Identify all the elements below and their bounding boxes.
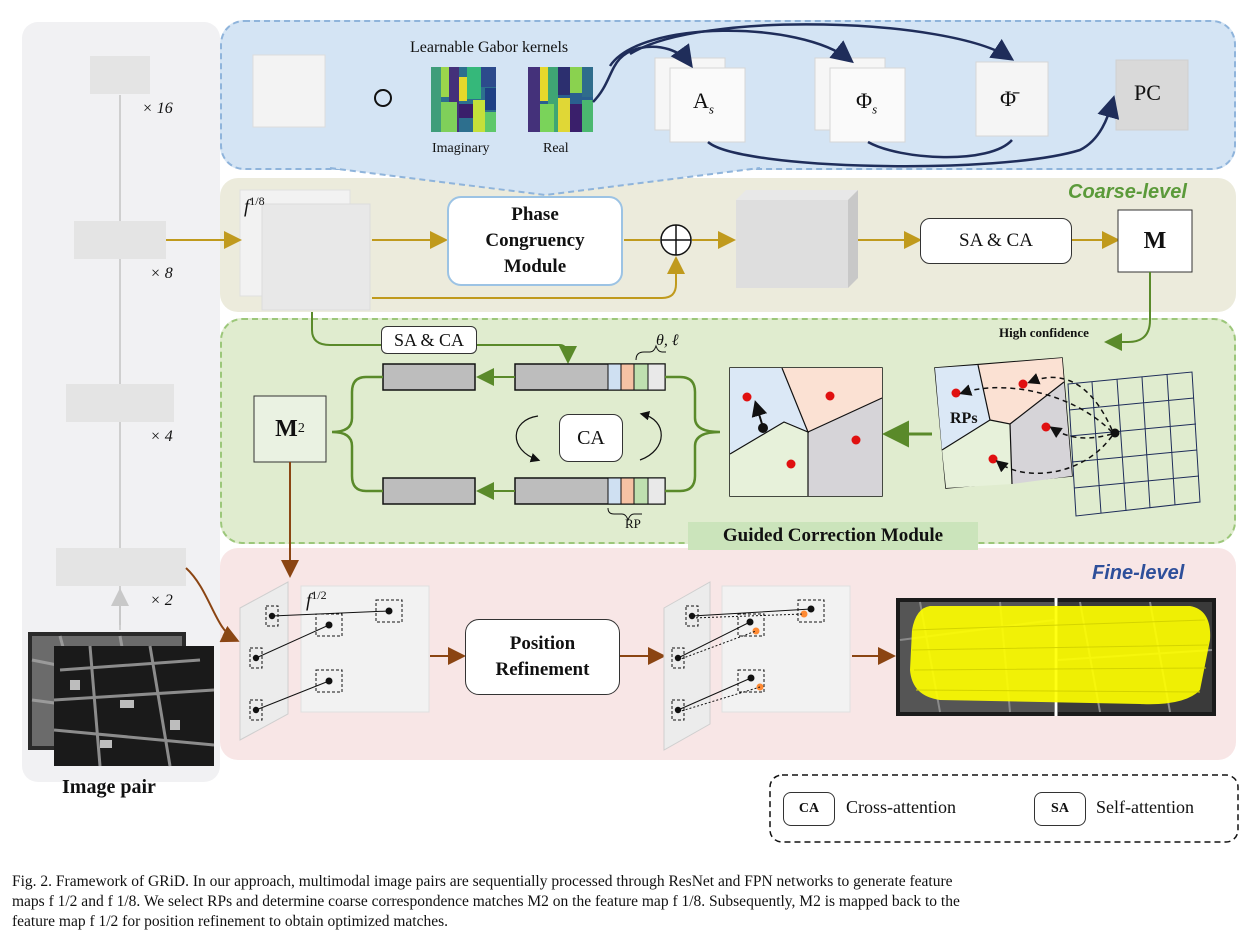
position-refinement-module: Position Refinement: [465, 619, 620, 695]
matches-M2-label: M2: [254, 396, 326, 462]
pcm-line3: Module: [504, 254, 566, 280]
rps-label: RPs: [950, 410, 978, 428]
matches-M-label: M: [1118, 210, 1192, 272]
pcm-line2: Congruency: [485, 228, 584, 254]
figure-caption: Fig. 2. Framework of GRiD. In our approa…: [12, 872, 1248, 932]
gabor-real-label: Real: [543, 141, 569, 157]
pcm-pointer: [330, 168, 760, 195]
pcm-line1: Phase: [511, 202, 559, 228]
high-confidence-label: High confidence: [999, 325, 1089, 341]
theta-l-label: θ, ℓ: [656, 332, 679, 350]
token-bar-top-left: [383, 364, 475, 390]
caption-line-3: feature map f 1/2 for position refinemen…: [12, 912, 1248, 932]
gabor-imaginary-label: Imaginary: [432, 141, 490, 157]
fine-feature-left: [240, 582, 288, 740]
hadamard-op-icon: [375, 90, 391, 106]
pcm-input-feature: [253, 55, 325, 127]
pr-line2: Refinement: [496, 657, 590, 683]
image-pair-label: Image pair: [62, 776, 156, 799]
gabor-title: Learnable Gabor kernels: [410, 39, 568, 57]
voronoi-grid: [730, 368, 882, 496]
guided-correction-title: Guided Correction Module: [688, 522, 978, 550]
refined-feature-left: [664, 582, 710, 750]
pr-line1: Position: [510, 631, 575, 657]
backbone-block-16: [90, 56, 150, 94]
caption-line-2: maps f 1/2 and f 1/8. We select RPs and …: [12, 892, 1248, 912]
coarse-feature-front: [262, 204, 370, 310]
coarse-fused-cube: [736, 190, 858, 288]
backbone-block-8: [74, 221, 166, 259]
fine-level-title: Fine-level: [1092, 562, 1184, 585]
rp-label: RP: [625, 516, 641, 532]
phase-label: Φs: [856, 88, 877, 117]
phase-mean-label: Φ̄: [1000, 86, 1016, 112]
legend-ca-text: Cross-attention: [846, 797, 956, 818]
legend-ca-badge: CA: [783, 792, 835, 826]
cross-attention-box: CA: [559, 414, 623, 462]
coarse-sa-ca-box: SA & CA: [920, 218, 1072, 264]
backbone-block-2: [56, 548, 186, 586]
fine-grid: [1068, 372, 1200, 516]
coarse-level-title: Coarse-level: [1068, 181, 1187, 204]
caption-line-1: Fig. 2. Framework of GRiD. In our approa…: [12, 872, 1248, 892]
guided-sa-ca-box: SA & CA: [381, 326, 477, 354]
legend-sa-badge: SA: [1034, 792, 1086, 826]
phase-congruency-module: Phase Congruency Module: [447, 196, 623, 286]
fine-feature-label: f1/2: [306, 588, 327, 612]
scale-2-label: × 2: [150, 592, 173, 610]
gabor-real-kernel: [528, 67, 593, 132]
scale-16-label: × 16: [142, 100, 173, 118]
scale-4-label: × 4: [150, 428, 173, 446]
match-result-image: [896, 598, 1216, 716]
amplitude-label: As: [693, 88, 714, 117]
pc-label: PC: [1134, 80, 1161, 106]
backbone-block-4: [66, 384, 174, 422]
coarse-feature-label: f1/8: [244, 194, 265, 218]
legend-sa-text: Self-attention: [1096, 797, 1194, 818]
token-bar-bottom-left: [383, 478, 475, 504]
gabor-imaginary-kernel: [431, 67, 496, 132]
image-pair: [28, 632, 214, 766]
scale-8-label: × 8: [150, 265, 173, 283]
